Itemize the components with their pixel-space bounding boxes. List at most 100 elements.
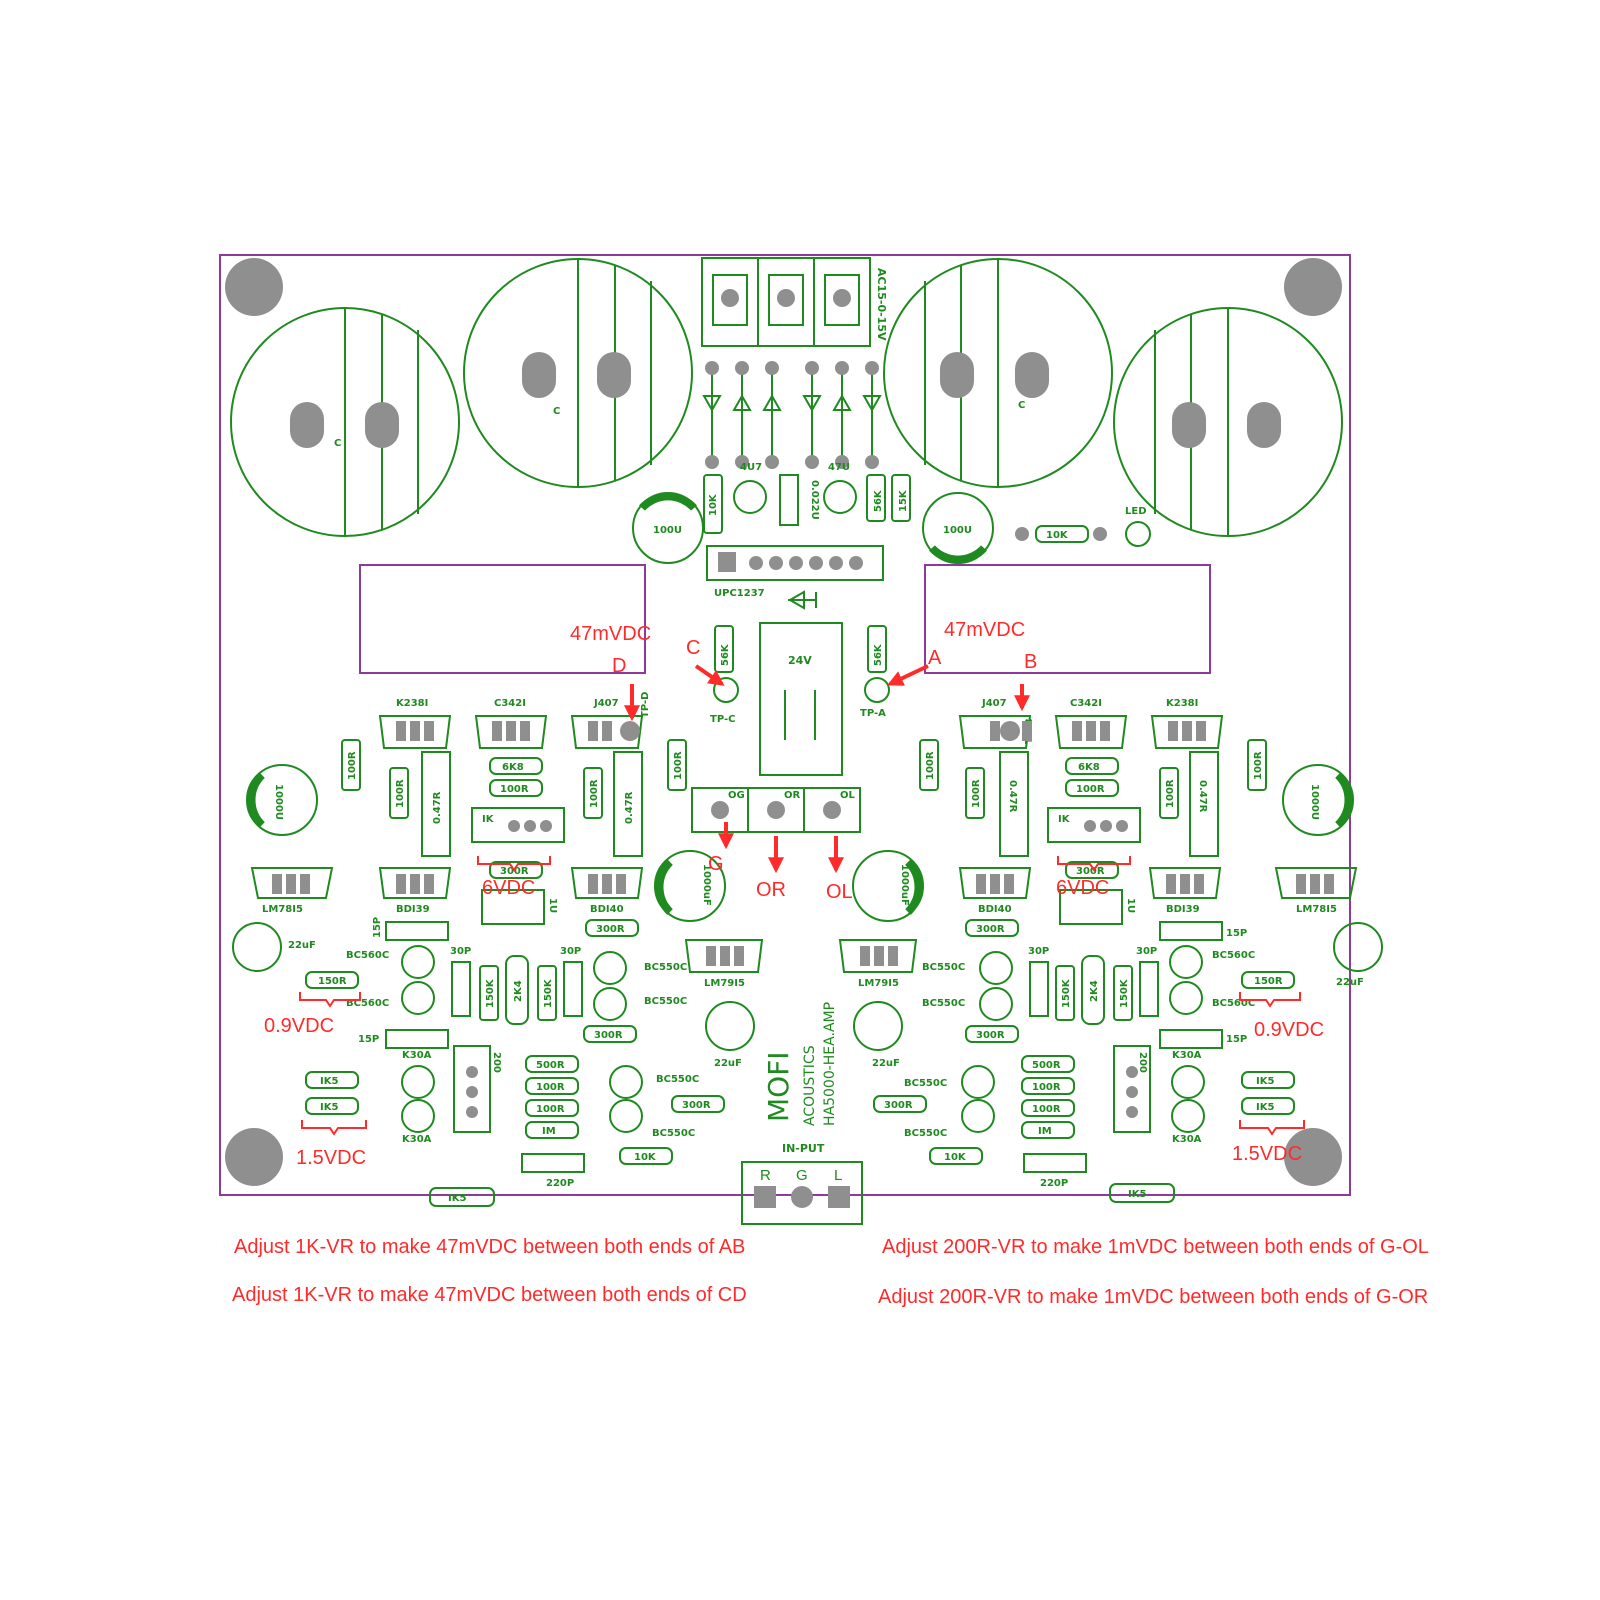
k2381-right-label: K238I	[1166, 698, 1198, 709]
cap-22-4-label: 22uF	[872, 1058, 900, 1069]
center-cap-left-label: 1000uF	[701, 864, 712, 906]
res-56k-top-label: 56K	[873, 489, 884, 512]
res-100r-s1-label: 100R	[536, 1082, 565, 1093]
res-300r-trimmer	[489, 861, 1119, 879]
res-1k5-2-label: IK5	[320, 1102, 338, 1113]
model-name: HA5000-HEA.AMP	[822, 1002, 838, 1126]
res-10k-label: 10K	[708, 493, 719, 516]
res-150r	[305, 971, 1295, 989]
res-047-4-label: 0.47R	[1197, 780, 1208, 813]
vr-1k-right-label: IK	[1058, 814, 1071, 825]
cap-30p-1-label: 30P	[450, 946, 471, 957]
instruction-g-or: Adjust 200R-VR to make 1mVDC between bot…	[878, 1286, 1429, 1308]
res-1k5	[305, 1071, 1295, 1207]
bc560-2-label: BC560C	[346, 998, 389, 1009]
res-1m-left-label: IM	[542, 1126, 556, 1137]
bc550-5-label: BC550C	[656, 1074, 699, 1085]
tp-d-label: TP-D	[640, 692, 651, 718]
annotation-or: OR	[756, 879, 786, 901]
cap-15p-4-label: 15P	[1226, 1034, 1247, 1045]
annotation-arrows	[624, 664, 1030, 874]
protection-pads	[718, 552, 863, 572]
heatsink-left	[359, 564, 646, 674]
vr-1k-pads	[508, 820, 1128, 832]
cap-marker-2: C	[553, 406, 560, 417]
bc550-7-label: BC550C	[904, 1078, 947, 1089]
annotation-47mv-left: 47mVDC	[570, 623, 651, 645]
lm7915-right-label: LM79I5	[858, 978, 899, 989]
vr-1k-left-label: IK	[482, 814, 495, 825]
small-transistors	[401, 945, 1205, 1133]
input-r-label: R	[760, 1167, 771, 1184]
vr-200-right-label: 200	[1137, 1052, 1148, 1073]
annotation-09v-left: 0.9VDC	[264, 1015, 334, 1037]
cap-47u-label: 47U	[828, 462, 850, 473]
film-caps-1u	[481, 889, 1123, 925]
res-300r-m6-label: 300R	[884, 1100, 913, 1111]
res-300r-m4-label: 300R	[976, 1030, 1005, 1041]
ac-input-label: AC15-0-15V	[875, 268, 888, 341]
annotation-braces	[299, 856, 1305, 1136]
bd140-right-label: BDI40	[978, 904, 1012, 915]
cap-22-1-label: 22uF	[288, 940, 316, 951]
res-150r-left-label: 150R	[318, 976, 347, 987]
annotation-6v-left: 6VDC	[482, 877, 535, 899]
res-10k-b2-label: 10K	[944, 1152, 967, 1163]
annotation-15v-right: 1.5VDC	[1232, 1143, 1302, 1165]
res-500r-right-label: 500R	[1032, 1060, 1061, 1071]
res-100r-3-label: 100R	[589, 779, 600, 808]
bc560-4-label: BC560C	[1212, 998, 1255, 1009]
cap-22-3-label: 22uF	[714, 1058, 742, 1069]
cap-4u7-label: 4U7	[740, 462, 762, 473]
res-100r-s2-label: 100R	[536, 1104, 565, 1115]
res-100r-1-label: 100R	[347, 751, 358, 780]
res-1k5-4-label: IK5	[1256, 1102, 1274, 1113]
res-100r-2-label: 100R	[395, 779, 406, 808]
res-100r-5-label: 100R	[925, 751, 936, 780]
input-g-label: G	[796, 1167, 808, 1184]
bc560-1-label: BC560C	[346, 950, 389, 961]
res-300r-m2-label: 300R	[594, 1030, 623, 1041]
res-150k-2-label: 150K	[543, 978, 554, 1008]
annotation-47mv-right: 47mVDC	[944, 619, 1025, 641]
cap-100u-left-label: 100U	[653, 525, 682, 536]
res-100r-4-label: 100R	[673, 751, 684, 780]
instruction-cd: Adjust 1K-VR to make 47mVDC between both…	[232, 1284, 747, 1306]
res-300r-misc	[583, 919, 1019, 1113]
res-100r-7-label: 100R	[1165, 779, 1176, 808]
cap-1u-right-label: 1U	[1125, 898, 1136, 913]
res-300r-left-label: 300R	[500, 866, 529, 877]
res-6k8-left-label: 6K8	[502, 762, 524, 773]
tp-resistors	[713, 625, 890, 703]
res-15k-label: 15K	[898, 489, 909, 512]
annotation-ol: OL	[826, 881, 853, 903]
lm7815-left-label: LM78I5	[262, 904, 303, 915]
res-2k4-1-label: 2K4	[513, 980, 524, 1002]
res-100r-right-h-label: 100R	[1076, 784, 1105, 795]
res-100r-s4-label: 100R	[1032, 1104, 1061, 1115]
res-300r-m5-label: 300R	[682, 1100, 711, 1111]
j407-left-label: J407	[593, 698, 619, 709]
rail-cap-left-label: 1000U	[273, 784, 284, 820]
bc550-4-label: BC550C	[922, 998, 965, 1009]
rectifier-pads	[705, 361, 879, 469]
cap-marker-3: C	[1018, 400, 1025, 411]
instruction-g-ol: Adjust 200R-VR to make 1mVDC between bot…	[882, 1236, 1429, 1258]
res-1k5-5-label: IK5	[448, 1193, 466, 1204]
led-res-label: 10K	[1046, 530, 1069, 541]
output-terminal-pads	[711, 801, 841, 819]
ac-terminal-block	[701, 257, 871, 347]
protection-parts	[703, 474, 911, 581]
cap-220p-1-label: 220P	[546, 1178, 574, 1189]
bc550-1-label: BC550C	[644, 962, 687, 973]
vr-200-left-label: 200	[491, 1052, 502, 1073]
bottom-parts	[521, 1147, 1087, 1173]
res-2k4-2-label: 2K4	[1089, 980, 1100, 1002]
input-connector-pads	[754, 1186, 850, 1208]
annotation-d: D	[612, 655, 626, 677]
cap-30p-2-label: 30P	[560, 946, 581, 957]
cap-100u-right-label: 100U	[943, 525, 972, 536]
output-or-label: OR	[784, 790, 801, 801]
lm7915-left-label: LM79I5	[704, 978, 745, 989]
upc1237-label: UPC1237	[714, 588, 765, 599]
